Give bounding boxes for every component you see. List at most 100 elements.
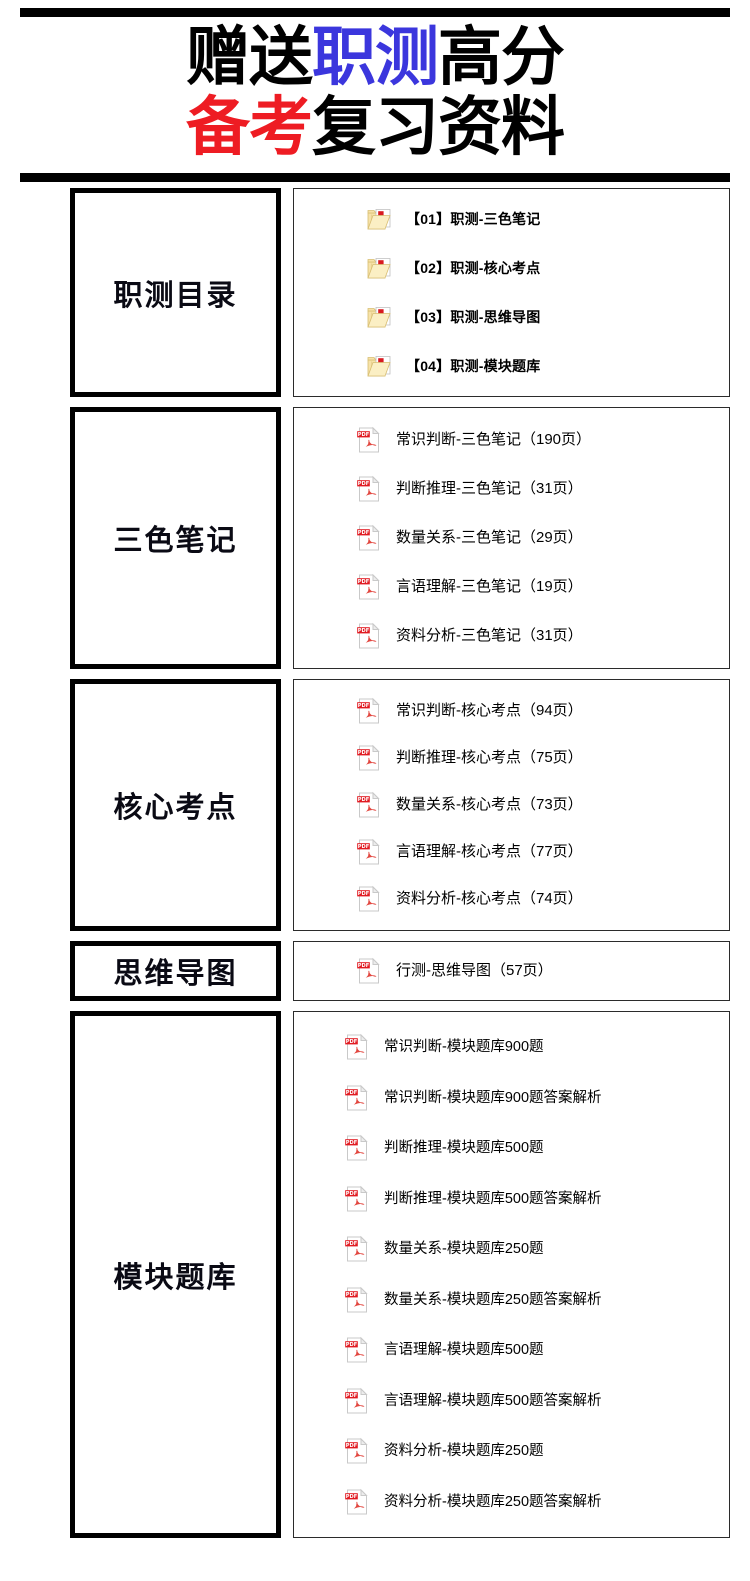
header-rule-top xyxy=(20,8,730,17)
svg-text:PDF: PDF xyxy=(346,1039,358,1045)
pdf-icon: PDF xyxy=(342,1386,372,1416)
file-name: 言语理解-模块题库500题答案解析 xyxy=(384,1392,602,1409)
file-row[interactable]: PDF 数量关系-核心考点（73页） xyxy=(294,790,729,820)
pdf-icon: PDF xyxy=(342,1032,372,1062)
pdf-icon: PDF xyxy=(354,743,384,773)
pdf-icon: PDF xyxy=(342,1436,372,1466)
pdf-icon: PDF xyxy=(354,523,384,553)
banner-line-1: 赠送职测高分 xyxy=(0,21,750,95)
folder-icon xyxy=(364,204,394,234)
svg-text:PDF: PDF xyxy=(358,579,370,585)
folder-icon xyxy=(364,351,394,381)
svg-text:PDF: PDF xyxy=(358,797,370,803)
pdf-icon: PDF xyxy=(354,696,384,726)
pdf-icon: PDF xyxy=(354,837,384,867)
svg-text:PDF: PDF xyxy=(346,1393,358,1399)
file-row[interactable]: PDF 数量关系-模块题库250题答案解析 xyxy=(294,1285,729,1315)
file-row[interactable]: PDF 判断推理-模块题库500题 xyxy=(294,1133,729,1163)
pdf-icon: PDF xyxy=(342,1335,372,1365)
file-row[interactable]: 【04】职测-模块题库 xyxy=(294,351,729,381)
section-label-box: 三色笔记 xyxy=(70,407,281,669)
folder-icon xyxy=(364,302,394,332)
banner-text: 赠送职测高分 备考复习资料 xyxy=(0,17,750,167)
svg-text:PDF: PDF xyxy=(358,432,370,438)
file-row[interactable]: PDF 数量关系-三色笔记（29页） xyxy=(294,523,729,553)
file-row[interactable]: PDF 常识判断-模块题库900题 xyxy=(294,1032,729,1062)
pdf-icon: PDF xyxy=(342,1083,372,1113)
file-name: 资料分析-模块题库250题答案解析 xyxy=(384,1493,602,1510)
file-row[interactable]: PDF 常识判断-模块题库900题答案解析 xyxy=(294,1083,729,1113)
banner-line-1-part-3: 高分 xyxy=(438,21,565,95)
banner-line-1-part-1: 赠送 xyxy=(186,21,313,95)
section-label-text: 思维导图 xyxy=(113,956,238,990)
section-file-list: 【01】职测-三色笔记【02】职测-核心考点【03】职测-思维导图【04】职测-… xyxy=(293,188,730,397)
file-name: 言语理解-模块题库500题 xyxy=(384,1342,544,1359)
file-row[interactable]: 【03】职测-思维导图 xyxy=(294,302,729,332)
section-1: 职测目录 【01】职测-三色笔记【02】职测-核心考点【03】职测-思维导图【04… xyxy=(0,188,750,397)
pdf-icon: PDF xyxy=(354,790,384,820)
svg-text:PDF: PDF xyxy=(358,844,370,850)
file-row[interactable]: 【01】职测-三色笔记 xyxy=(294,204,729,234)
section-label-text: 职测目录 xyxy=(113,277,238,312)
section-label-box: 模块题库 xyxy=(70,1011,281,1538)
pdf-icon: PDF xyxy=(342,1184,372,1214)
section-5: 模块题库 PDF 常识判断-模块题库900题 PDF 常识判断-模块题库900题答案解析… xyxy=(0,1011,750,1538)
svg-text:PDF: PDF xyxy=(358,963,370,969)
file-name: 数量关系-核心考点（73页） xyxy=(396,795,583,813)
section-label-box: 核心考点 xyxy=(70,679,281,931)
header-rule-bottom xyxy=(20,173,730,182)
file-name: 资料分析-三色笔记（31页） xyxy=(396,626,583,644)
svg-text:PDF: PDF xyxy=(358,750,370,756)
file-name: 常识判断-模块题库900题 xyxy=(384,1039,544,1056)
section-label-box: 职测目录 xyxy=(70,188,281,397)
svg-text:PDF: PDF xyxy=(346,1090,358,1096)
svg-text:PDF: PDF xyxy=(346,1191,358,1197)
pdf-icon: PDF xyxy=(342,1234,372,1264)
pdf-icon: PDF xyxy=(354,474,384,504)
pdf-icon: PDF xyxy=(342,1133,372,1163)
file-name: 常识判断-模块题库900题答案解析 xyxy=(384,1089,602,1106)
svg-text:PDF: PDF xyxy=(346,1494,358,1500)
file-row[interactable]: PDF 言语理解-模块题库500题答案解析 xyxy=(294,1386,729,1416)
file-row[interactable]: PDF 言语理解-模块题库500题 xyxy=(294,1335,729,1365)
svg-text:PDF: PDF xyxy=(346,1241,358,1247)
section-label-box: 思维导图 xyxy=(70,941,281,1001)
pdf-icon: PDF xyxy=(354,956,384,986)
svg-text:PDF: PDF xyxy=(346,1292,358,1298)
file-name: 数量关系-模块题库250题答案解析 xyxy=(384,1291,602,1308)
header-banner: 赠送职测高分 备考复习资料 xyxy=(0,0,750,182)
svg-text:PDF: PDF xyxy=(346,1342,358,1348)
file-name: 【03】职测-思维导图 xyxy=(406,308,541,325)
svg-text:PDF: PDF xyxy=(358,891,370,897)
banner-line-2-part-1: 备考 xyxy=(186,91,313,165)
section-label-text: 核心考点 xyxy=(113,790,238,824)
banner-line-2: 备考复习资料 xyxy=(0,91,750,165)
banner-line-1-part-2: 职测 xyxy=(312,21,439,95)
svg-text:PDF: PDF xyxy=(358,703,370,709)
svg-text:PDF: PDF xyxy=(358,481,370,487)
section-label-text: 模块题库 xyxy=(113,1259,238,1294)
file-row[interactable]: 【02】职测-核心考点 xyxy=(294,253,729,283)
pdf-icon: PDF xyxy=(354,425,384,455)
file-name: 数量关系-三色笔记（29页） xyxy=(396,528,583,546)
file-row[interactable]: PDF 资料分析-模块题库250题答案解析 xyxy=(294,1487,729,1517)
file-name: 判断推理-模块题库500题 xyxy=(384,1140,544,1157)
